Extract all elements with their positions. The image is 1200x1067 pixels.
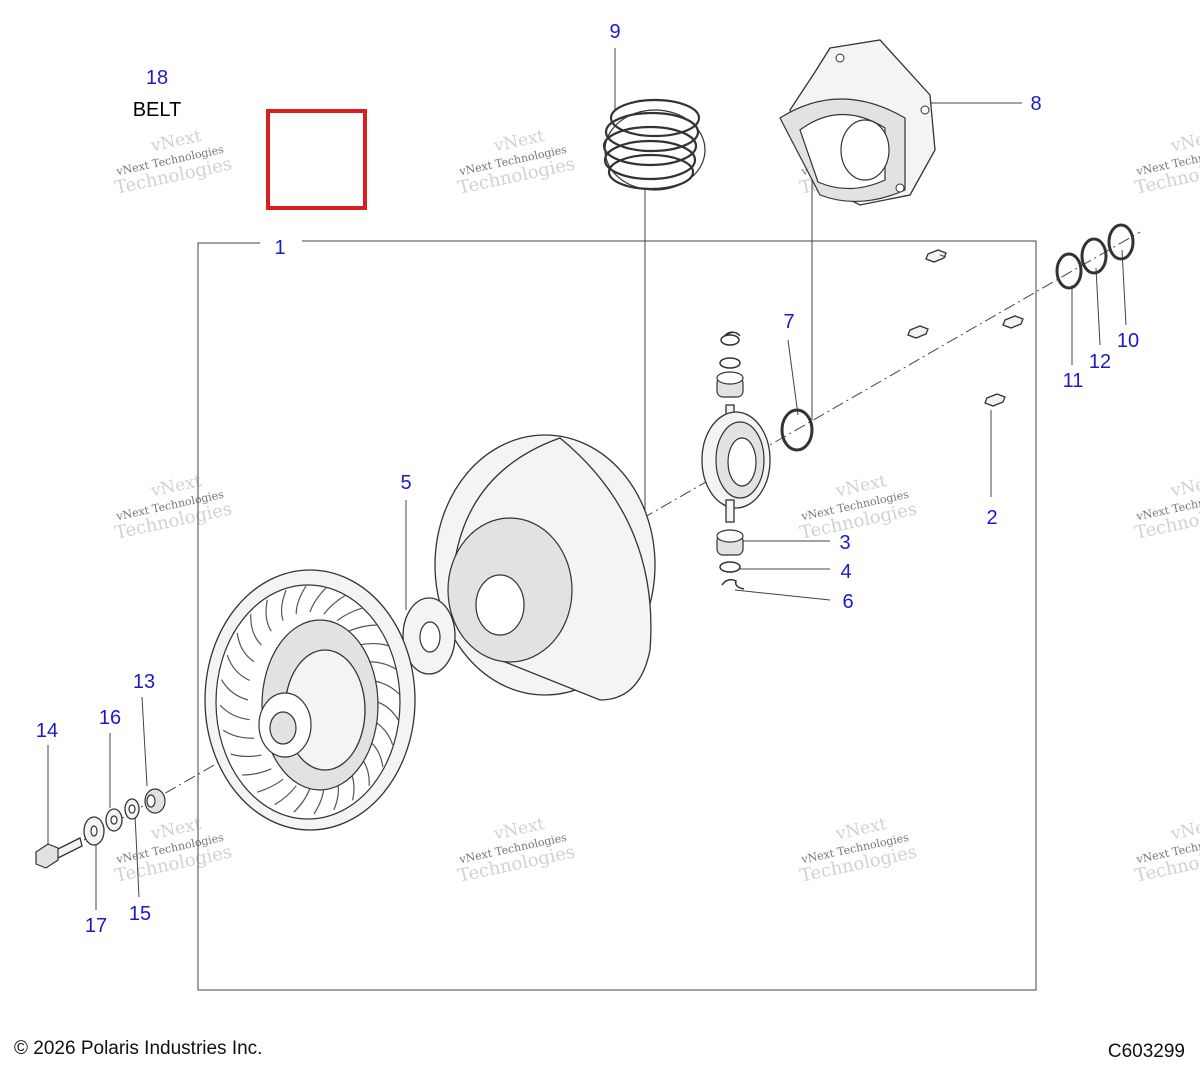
callout-11[interactable]: 11 bbox=[1063, 370, 1084, 392]
callout-17[interactable]: 17 bbox=[85, 915, 107, 937]
sheave-fin bbox=[309, 587, 327, 613]
sheave-fin bbox=[242, 768, 272, 776]
callout-6[interactable]: 6 bbox=[842, 591, 853, 613]
callout-5[interactable]: 5 bbox=[400, 472, 411, 494]
callout-8[interactable]: 8 bbox=[1030, 93, 1041, 115]
sheave-fin bbox=[222, 729, 255, 739]
callout-4[interactable]: 4 bbox=[840, 561, 851, 583]
callout-7[interactable]: 7 bbox=[783, 311, 794, 333]
callout-layer: 1 2 3 4 5 6 7 8 9 10 11 12 13 14 15 16 1… bbox=[36, 21, 1139, 937]
ring-11[interactable] bbox=[1055, 252, 1083, 290]
sheave-fin bbox=[274, 785, 297, 806]
roller-hub-part[interactable] bbox=[701, 331, 771, 590]
callout-12[interactable]: 12 bbox=[1089, 351, 1111, 373]
moveable-sheave-part[interactable] bbox=[434, 434, 656, 701]
diagram-code: C603299 bbox=[1108, 1041, 1185, 1062]
sheave-fin bbox=[265, 599, 272, 632]
assembly-border bbox=[197, 240, 1037, 991]
washer-16-part[interactable] bbox=[105, 808, 123, 832]
belt-number[interactable]: 18 bbox=[146, 67, 168, 89]
callout-15[interactable]: 15 bbox=[129, 903, 151, 925]
sheave-fin bbox=[230, 753, 262, 758]
ring-10[interactable] bbox=[1107, 223, 1135, 261]
sheave-fin bbox=[348, 624, 378, 632]
bushing-13-part[interactable] bbox=[144, 788, 166, 814]
belt-label: BELT bbox=[133, 99, 182, 121]
washer-5-part[interactable] bbox=[402, 597, 456, 675]
callout-14[interactable]: 14 bbox=[36, 720, 58, 742]
callout-1[interactable]: 1 bbox=[274, 237, 285, 259]
callout-16[interactable]: 16 bbox=[99, 707, 121, 729]
callout-3[interactable]: 3 bbox=[839, 532, 850, 554]
callout-13[interactable]: 13 bbox=[133, 671, 155, 693]
callout-10[interactable]: 10 bbox=[1117, 330, 1139, 352]
sheave-fin bbox=[236, 632, 255, 663]
callout-9[interactable]: 9 bbox=[609, 21, 620, 43]
helix-cover-part[interactable] bbox=[779, 39, 936, 206]
retaining-ring-part[interactable] bbox=[780, 408, 814, 452]
sheave-fin bbox=[250, 614, 262, 646]
sheave-fin bbox=[295, 585, 307, 615]
sheave-fin bbox=[220, 679, 249, 701]
washer-15-part[interactable] bbox=[124, 798, 140, 820]
washer-17-part[interactable] bbox=[83, 816, 105, 846]
ring-12[interactable] bbox=[1080, 237, 1108, 275]
sheave-fin bbox=[280, 589, 287, 621]
sheave-fin bbox=[219, 704, 250, 721]
screw-part[interactable] bbox=[907, 249, 1024, 407]
callout-2[interactable]: 2 bbox=[986, 507, 997, 529]
sheave-fin bbox=[323, 594, 346, 615]
fixed-sheave-part[interactable] bbox=[204, 569, 416, 831]
sheave-fin bbox=[256, 778, 284, 793]
belt-box[interactable] bbox=[266, 109, 367, 210]
bolt-14-part[interactable] bbox=[35, 837, 83, 869]
sheave-fin bbox=[226, 654, 250, 681]
sheave-fin bbox=[336, 607, 364, 622]
spring-part[interactable] bbox=[602, 98, 706, 191]
sheave-fin bbox=[293, 787, 311, 813]
copyright-text: © 2026 Polaris Industries Inc. bbox=[14, 1038, 262, 1059]
leader-lines bbox=[47, 48, 1127, 910]
